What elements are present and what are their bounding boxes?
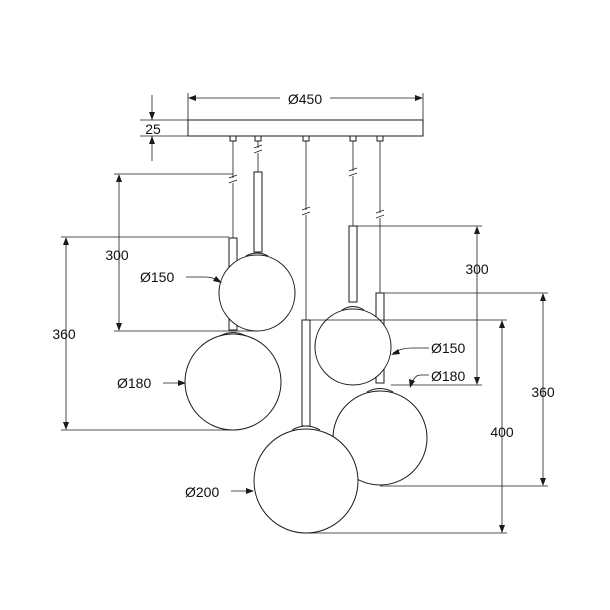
dimension-label-canopy-height: 25	[145, 121, 161, 137]
canopy-mount-points	[229, 135, 384, 142]
canopy-plate	[187, 119, 424, 137]
dimension-label-globe-center: Ø200	[185, 484, 219, 500]
dimension-label-right-lower-drop: 360	[531, 384, 555, 400]
dimension-label-globe-left-small: Ø150	[140, 269, 174, 285]
dimension-label-globe-left-large: Ø180	[117, 375, 151, 391]
dimension-label-globe-right-small: Ø150	[431, 340, 465, 356]
dimension-label-left-lower-drop: 360	[52, 326, 76, 342]
dimension-label-left-upper-drop: 300	[105, 247, 129, 263]
dimension-canopy-height: 25	[140, 95, 188, 161]
dimension-label-globe-right-large: Ø180	[431, 368, 465, 384]
dimension-center-drop: 400	[306, 319, 514, 534]
leader-globe-right-small: Ø150	[391, 340, 465, 356]
dimension-canopy-width: Ø450	[187, 91, 424, 120]
globe-left-large	[184, 332, 282, 431]
dimension-right-lower-drop: 360	[380, 292, 555, 487]
dimension-label-center-drop: 400	[490, 424, 514, 440]
suspension-cables	[228, 141, 385, 320]
dimension-left-lower-drop: 360	[52, 236, 233, 431]
leader-globe-left-large: Ø180	[117, 375, 186, 391]
dimension-left-upper-drop: 300	[105, 173, 257, 332]
leader-globe-right-large: Ø180	[409, 368, 465, 388]
leader-globe-left-small: Ø150	[140, 269, 222, 285]
dimension-right-upper-drop: 300	[357, 225, 489, 386]
globe-right-small	[314, 306, 392, 386]
dimension-label-canopy-width: Ø450	[288, 91, 322, 107]
globe-left-small	[218, 252, 296, 332]
dimension-label-right-upper-drop: 300	[465, 261, 489, 277]
leader-globe-center: Ø200	[185, 484, 254, 500]
